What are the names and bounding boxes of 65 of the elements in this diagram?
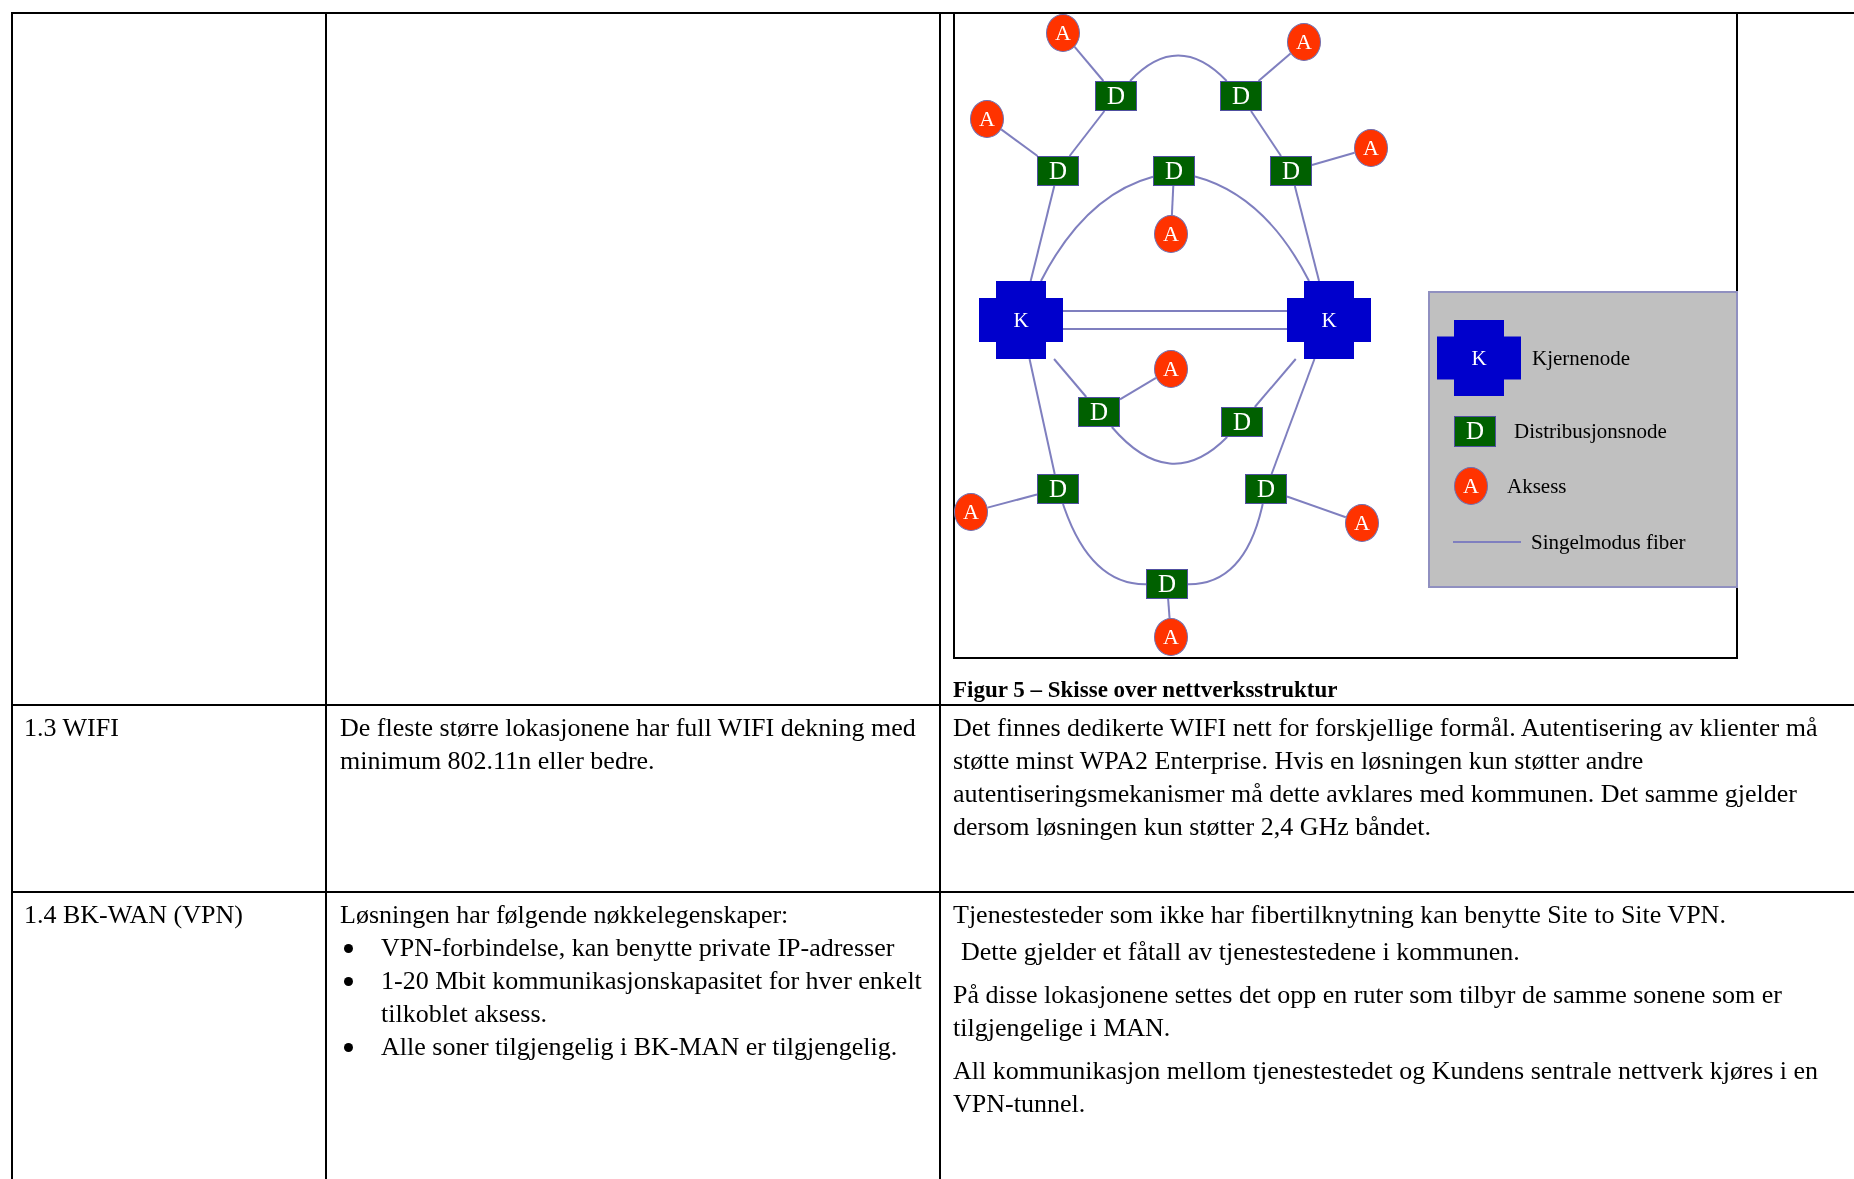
fiber-line [1250, 110, 1282, 157]
square-icon: D [1454, 415, 1496, 447]
cell-text: All kommunikasjon mellom tjenestestedet og Kundens sentrale nettverk kjøres i en VPN-tunnel. [953, 1055, 1820, 1120]
fiber-line [1110, 426, 1229, 465]
cell-text: Løsningen har følgende nøkkelegenskaper: [340, 899, 790, 931]
cell-text: Det finnes dedikerte WIFI nett for forskjellige formål. Autentisering av klienter må støtte minst WPA2 Enterprise. Hvis en løsningen kun støtter andre autentiseringsmekanismer må dette avklares med kommunen. Det samme gjelder dersom løsningen kun støtter 2,4 GHz båndet. [953, 712, 1819, 843]
fiber-line [1029, 185, 1056, 282]
bullet-item: VPN-forbindelse, kan benytte private IP-adresser [340, 931, 930, 964]
fiber-line [1194, 175, 1311, 282]
fiber-line [1039, 175, 1154, 282]
access-node-circle: A [1154, 618, 1188, 656]
distribution-node-box: D [1270, 156, 1312, 186]
access-node-circle: A [970, 100, 1004, 138]
fiber-line [1286, 495, 1347, 519]
fiber-line [1119, 376, 1157, 401]
cell-text: På disse lokasjonene settes det opp en ruter som tilbyr de samme sonene som er tilgjengelige i MAN. [953, 979, 1783, 1044]
fiber-line [1253, 358, 1297, 408]
distribution-node-box: D [1078, 397, 1120, 427]
cell-text: Dette gjelder et fåtall av tjenestestedene i kommunen. [960, 936, 1521, 968]
distribution-node-box: D [1037, 156, 1079, 186]
fiber-line [1028, 358, 1056, 475]
distribution-node-box: D [1220, 81, 1262, 111]
fiber-line [1187, 503, 1264, 586]
fiber-line [1062, 503, 1147, 586]
distribution-node-box: D [1245, 474, 1287, 504]
legend-label: Kjernenode [1532, 345, 1630, 372]
cross-icon: K [1437, 320, 1521, 396]
fiber-line [1270, 358, 1316, 475]
distribution-node-box: D [1153, 156, 1195, 186]
access-node-circle: A [1046, 14, 1080, 52]
bullet-item: 1-20 Mbit kommunikasjonskapasitet for hver enkelt tilkoblet aksess. [340, 964, 930, 1030]
fiber-line [1257, 52, 1292, 82]
cell-text: De fleste større lokasjonene har full WIFI dekning med minimum 802.11n eller bedre. [340, 712, 917, 777]
access-node-circle: A [1154, 350, 1188, 388]
fiber-line [1129, 54, 1228, 82]
fiber-line [986, 493, 1038, 509]
distribution-node-box: D [1221, 407, 1263, 437]
legend-label: Aksess [1507, 473, 1567, 500]
row-label: 1.4 BK-WAN (VPN) [24, 899, 244, 931]
core-node-cross: K [1287, 281, 1371, 359]
distribution-node-box: D [1146, 569, 1188, 599]
access-node-circle: A [1287, 23, 1321, 61]
distribution-node-box: D [1037, 474, 1079, 504]
bullet-item: Alle soner tilgjengelig i BK-MAN er tilgjengelig. [340, 1030, 930, 1063]
fiber-line [1000, 128, 1039, 157]
fiber-line [1053, 358, 1088, 398]
cell-text: Tjenestesteder som ikke har fibertilknytning kan benytte Site to Site VPN. [953, 899, 1727, 931]
figure-caption: Figur 5 – Skisse over nettverksstruktur [953, 677, 1338, 703]
access-node-circle: A [1354, 129, 1388, 167]
fiber-line [1073, 45, 1105, 82]
distribution-node-box: D [1095, 81, 1137, 111]
access-node-circle: A [1345, 504, 1379, 542]
fiber-line [1170, 185, 1175, 217]
fiber-line [1062, 328, 1288, 330]
fiber-line [1167, 598, 1171, 620]
access-node-circle: A [954, 493, 988, 531]
row-label: 1.3 WIFI [24, 712, 120, 744]
fiber-line [1062, 310, 1288, 312]
fiber-line [1293, 185, 1321, 282]
fiber-line [1068, 110, 1106, 157]
legend-label: Singelmodus fiber [1531, 529, 1686, 556]
core-node-cross: K [979, 281, 1063, 359]
legend-label: Distribusjonsnode [1514, 418, 1667, 445]
fiber-line [1311, 151, 1356, 166]
access-node-circle: A [1154, 215, 1188, 253]
